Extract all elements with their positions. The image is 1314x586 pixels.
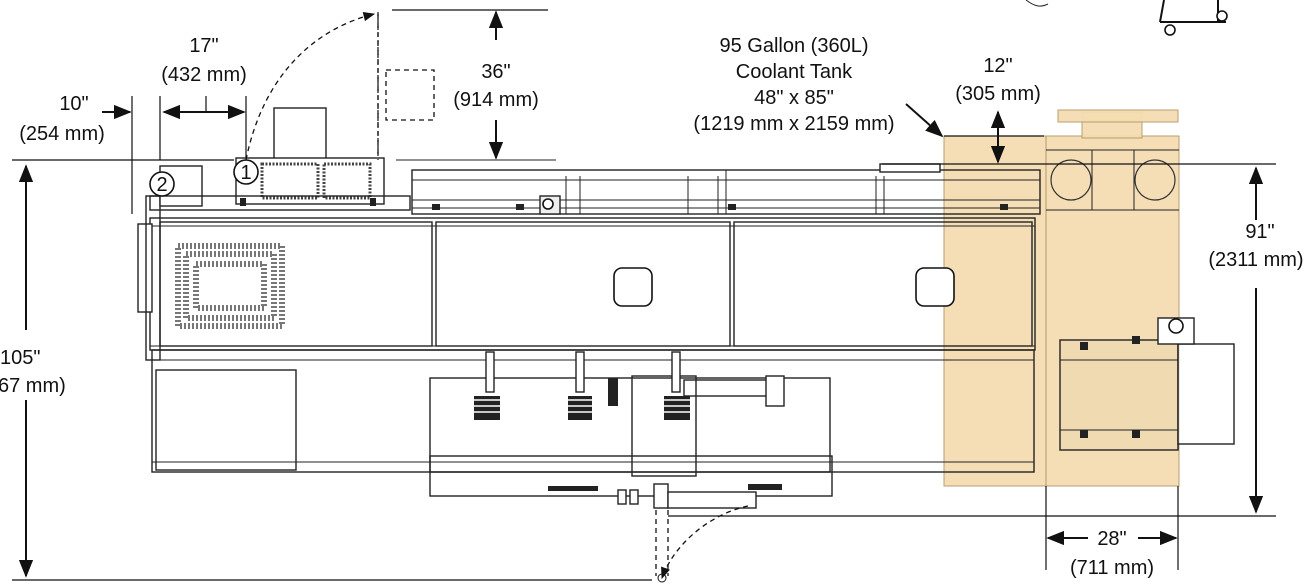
callout-1: 1 bbox=[233, 159, 259, 185]
machine-body bbox=[137, 159, 1041, 497]
dimension-10in: 10" (254 mm) bbox=[19, 93, 133, 214]
svg-text:2: 2 bbox=[156, 174, 167, 196]
pump-assemblies bbox=[474, 351, 690, 420]
electrical-cabinet bbox=[149, 107, 411, 211]
svg-text:(305 mm): (305 mm) bbox=[955, 83, 1041, 105]
svg-text:36": 36" bbox=[481, 61, 510, 83]
svg-text:17": 17" bbox=[189, 35, 218, 57]
svg-text:(254 mm): (254 mm) bbox=[19, 123, 105, 145]
svg-text:(711 mm): (711 mm) bbox=[1070, 557, 1154, 579]
dimension-12in: 12" (305 mm) bbox=[882, 55, 1276, 165]
dimension-17in: 17" (432 mm) bbox=[159, 35, 247, 160]
coolant-tank-area bbox=[943, 109, 1180, 487]
svg-text:(432 mm): (432 mm) bbox=[161, 64, 247, 86]
pump-left bbox=[474, 351, 500, 420]
door-swing-bottom bbox=[617, 483, 757, 583]
coolant-tank-label: 95 Gallon (360L) Coolant Tank 48" x 85" … bbox=[693, 35, 944, 138]
dimension-91in: 91" (2311 mm) bbox=[668, 166, 1304, 517]
dimension-28in: 28" (711 mm) bbox=[1045, 486, 1179, 579]
chip-conveyor bbox=[1059, 317, 1235, 451]
svg-text:105": 105" bbox=[0, 347, 40, 369]
svg-text:91": 91" bbox=[1245, 221, 1274, 243]
svg-text:10": 10" bbox=[59, 93, 88, 115]
svg-text:12": 12" bbox=[983, 55, 1012, 77]
svg-text:28": 28" bbox=[1097, 528, 1126, 550]
svg-text:67 mm): 67 mm) bbox=[0, 375, 66, 397]
pump-middle bbox=[568, 351, 592, 420]
svg-text:(2311 mm): (2311 mm) bbox=[1208, 249, 1303, 271]
dimension-36in: 36" (914 mm) bbox=[392, 9, 548, 160]
accessory-cart bbox=[1025, 0, 1228, 36]
svg-text:1: 1 bbox=[240, 162, 251, 184]
svg-text:(914 mm): (914 mm) bbox=[453, 89, 539, 111]
dimension-105in: 105" 67 mm) bbox=[0, 164, 652, 581]
pump-right bbox=[664, 351, 690, 420]
door-swing-top bbox=[245, 12, 435, 161]
svg-text:Coolant Tank: Coolant Tank bbox=[736, 61, 853, 83]
svg-text:48" x 85": 48" x 85" bbox=[754, 87, 834, 109]
svg-text:95 Gallon (360L): 95 Gallon (360L) bbox=[720, 35, 869, 57]
callout-2: 2 bbox=[149, 171, 175, 197]
svg-text:(1219 mm x 2159 mm): (1219 mm x 2159 mm) bbox=[693, 113, 894, 135]
